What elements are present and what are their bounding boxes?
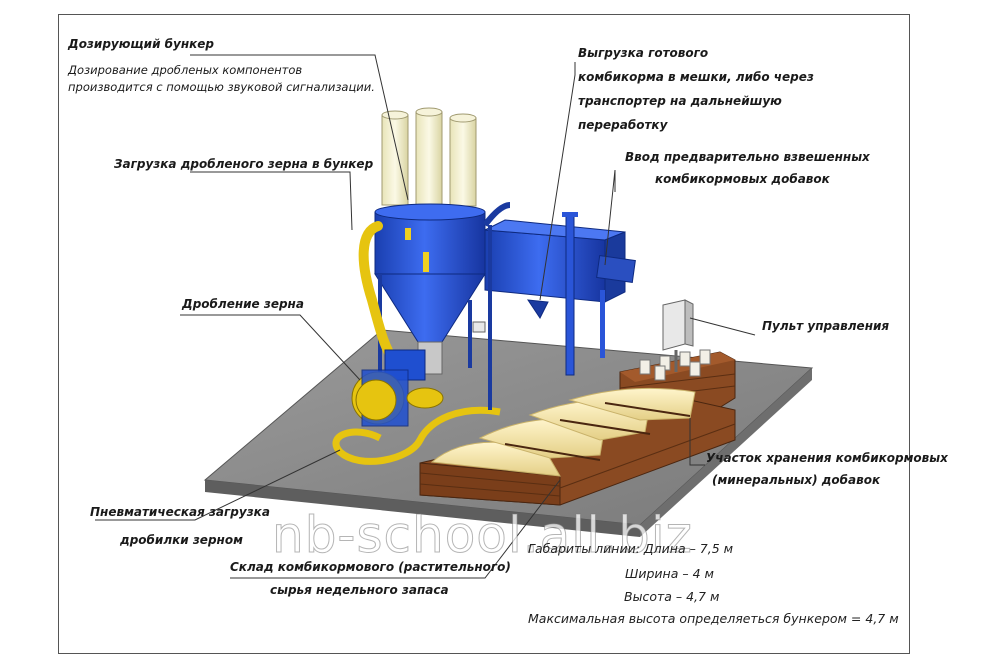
- dim-max-height: Максимальная высота определяеться бункер…: [528, 611, 899, 626]
- drawing-frame: [58, 14, 910, 654]
- label-additives-storage-2: (минеральных) добавок: [712, 473, 881, 487]
- grain-crusher: [351, 349, 444, 427]
- label-dosing-desc-1: Дозирование дробленых компонентов: [68, 63, 303, 77]
- label-control-panel: Пульт управления: [762, 319, 890, 333]
- label-storage-2: сырья недельного запаса: [270, 583, 449, 597]
- label-unloading-2: комбикорма в мешки, либо через: [578, 70, 814, 84]
- grain-storage-crates: [419, 387, 736, 506]
- watermark: nb-school.all.biz: [272, 506, 693, 565]
- label-storage-1: Склад комбикормового (растительного): [230, 560, 511, 574]
- label-grain-loading: Загрузка дробленого зерна в бункер: [114, 157, 374, 171]
- label-dosing-hopper: Дозирующий бункер: [68, 37, 215, 51]
- dim-width: Ширина – 4 м: [625, 566, 714, 581]
- label-grain-crushing: Дробление зерна: [182, 297, 304, 311]
- label-additives-storage-1: Участок хранения комбикормовых: [706, 451, 948, 465]
- label-unloading-4: переработку: [578, 118, 668, 132]
- label-dosing-desc-2: производится с помощью звуковой сигнализ…: [68, 80, 375, 94]
- label-additives-input-2: комбикормовых добавок: [655, 172, 830, 186]
- pneumatic-hose: [332, 406, 501, 465]
- dim-height: Высота – 4,7 м: [624, 589, 720, 604]
- dim-length: Габариты линии: Длина – 7,5 м: [528, 541, 734, 556]
- control-panel-cabinet: [662, 299, 694, 372]
- leader-lines: [95, 54, 756, 579]
- label-unloading-1: Выгрузка готового: [578, 46, 709, 60]
- loading-auger: [358, 221, 400, 367]
- label-unloading-3: транспортер на дальнейшую: [578, 94, 782, 108]
- label-pneumatic-2: дробилки зерном: [120, 533, 243, 547]
- label-additives-input-1: Ввод предварительно взвешенных: [625, 150, 870, 164]
- label-pneumatic-1: Пневматическая загрузка: [90, 505, 270, 519]
- dosing-hopper: [374, 107, 511, 410]
